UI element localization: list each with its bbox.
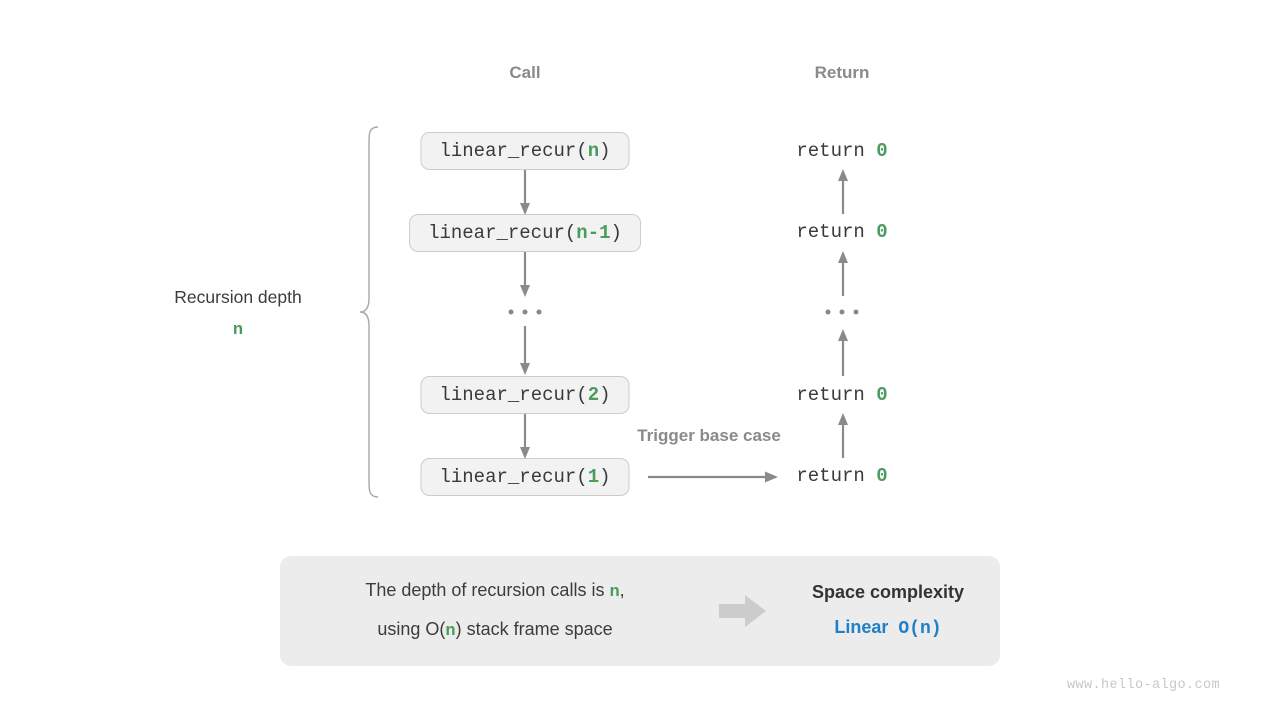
- dot-icon: [508, 309, 514, 315]
- arrow-right-icon: [719, 595, 766, 627]
- space-complexity-title: Space complexity: [811, 582, 965, 602]
- return-statement: return 0: [796, 140, 888, 162]
- call-arrow-down: [520, 252, 530, 297]
- dot-icon: [839, 309, 845, 315]
- recursion-depth-label: Recursion depth n: [174, 285, 301, 340]
- call-frame-text: linear_recur(1): [439, 466, 611, 488]
- return-arrow-up: [838, 169, 848, 214]
- recursion-depth-title: Recursion depth: [174, 287, 302, 307]
- call-frame-box: linear_recur(n): [420, 132, 630, 170]
- call-ellipsis: [508, 309, 542, 315]
- dot-icon: [853, 309, 859, 315]
- column-header-return: Return: [814, 63, 870, 82]
- recursion-depth-variable: n: [232, 321, 244, 340]
- call-frame-text: linear_recur(n): [439, 140, 611, 162]
- trigger-base-case-note: Trigger base case: [637, 426, 781, 445]
- call-frame-text: linear_recur(n-1): [428, 222, 622, 244]
- summary-conclusion: Space complexity Linear O(n): [776, 575, 1000, 647]
- return-arrow-up: [838, 251, 848, 296]
- return-statement: return 0: [796, 465, 888, 487]
- summary-arrow-container: [710, 594, 776, 628]
- call-arrow-down: [520, 170, 530, 215]
- return-arrow-up: [838, 329, 848, 376]
- column-header-call: Call: [509, 63, 541, 82]
- call-arrow-down: [520, 326, 530, 375]
- dot-icon: [536, 309, 542, 315]
- call-frame-box: linear_recur(1): [420, 458, 630, 496]
- summary-panel: The depth of recursion calls is n, using…: [280, 556, 1000, 666]
- call-frame-box: linear_recur(2): [420, 376, 630, 414]
- dot-icon: [522, 309, 528, 315]
- recursion-depth-brace: [359, 126, 379, 498]
- return-arrow-up: [838, 413, 848, 458]
- dot-icon: [825, 309, 831, 315]
- return-statement: return 0: [796, 384, 888, 406]
- summary-description: The depth of recursion calls is n, using…: [280, 572, 710, 650]
- summary-line-1: The depth of recursion calls is n,: [365, 580, 625, 602]
- base-case-arrow-right: [648, 471, 778, 483]
- call-arrow-down: [520, 414, 530, 459]
- call-frame-text: linear_recur(2): [439, 384, 611, 406]
- site-watermark: www.hello-algo.com: [1066, 678, 1220, 693]
- return-statement: return 0: [796, 221, 888, 243]
- return-ellipsis: [825, 309, 859, 315]
- call-frame-box: linear_recur(n-1): [409, 214, 641, 252]
- space-complexity-value: Linear O(n): [834, 617, 942, 639]
- summary-line-2: using O(n) stack frame space: [377, 619, 613, 641]
